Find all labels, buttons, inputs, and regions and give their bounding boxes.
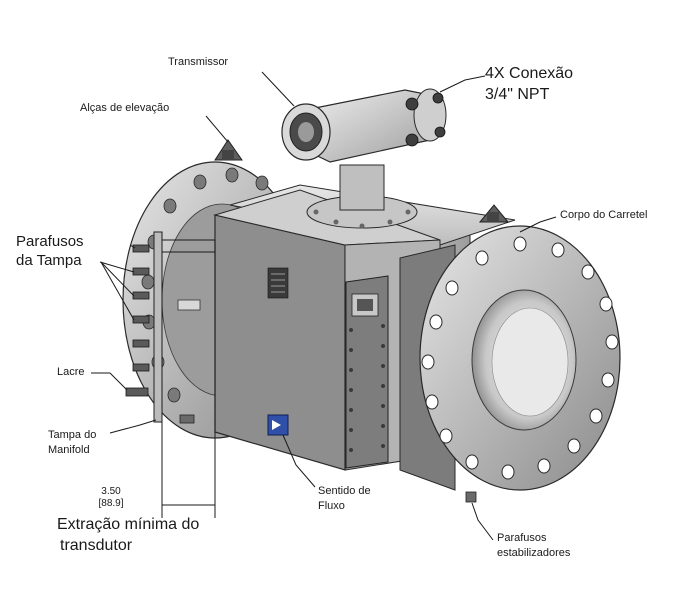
transmitter (281, 88, 447, 229)
stabilizer-bolt (465, 491, 477, 503)
label-tampa-line1: Tampa do (48, 429, 97, 441)
label-dim-inch: 3.50 (101, 486, 121, 497)
label-lacre: Lacre (57, 366, 85, 378)
label-transmissor: Transmissor (168, 56, 229, 68)
label-dim-mm: [88.9] (98, 498, 124, 509)
extraction-dimension (161, 232, 216, 518)
label-alcas-elevacao: Alças de elevação (80, 102, 170, 114)
arrow-right-icon (267, 414, 289, 436)
label-extracao-line1: Extração mínima do (57, 516, 200, 533)
label-conexao-line1: 4X Conexão (485, 65, 574, 82)
label-extracao-line2: transdutor (60, 537, 133, 554)
label-estab-line1: Parafusos (497, 532, 547, 544)
label-sentido-line1: Sentido de (318, 485, 371, 497)
leader-lines (91, 71, 557, 541)
label-sentido-line2: Fluxo (318, 500, 345, 512)
label-corpo-carretel: Corpo do Carretel (560, 209, 648, 221)
label-estab-line2: estabilizadores (497, 547, 571, 559)
cover-bolts (125, 244, 150, 397)
label-parafusos-tampa-line2: da Tampa (16, 252, 82, 269)
label-parafusos-tampa-line1: Parafusos (16, 233, 84, 250)
front-flange (399, 225, 621, 491)
lifting-lug-icon (214, 139, 510, 223)
label-conexao-line2: 3/4" NPT (485, 86, 550, 103)
label-tampa-line2: Manifold (48, 444, 90, 456)
